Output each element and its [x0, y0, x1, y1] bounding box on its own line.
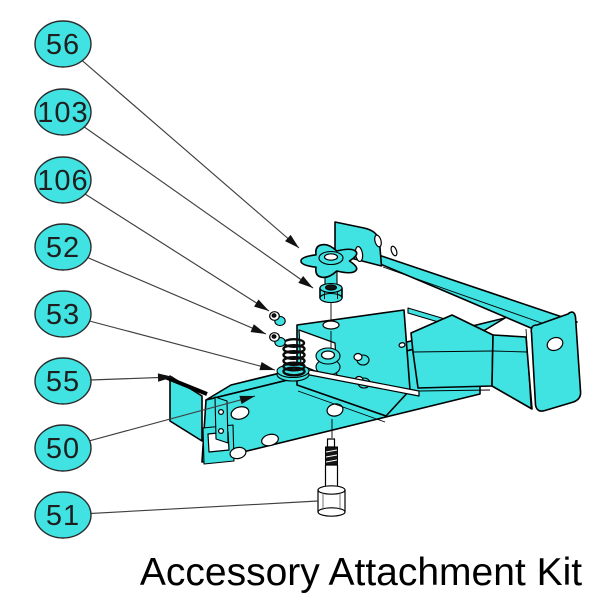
spring-coil — [282, 356, 306, 367]
balloon-label: 53 — [46, 299, 80, 331]
tab-hole — [218, 428, 225, 435]
bolt-head-bottom — [317, 507, 346, 517]
balloon-ellipse — [34, 491, 92, 539]
spring-coil — [282, 350, 306, 361]
leader-56 — [62, 43, 300, 249]
arm-hole — [390, 245, 398, 257]
part-star-knob — [300, 243, 358, 279]
leader-50 — [62, 395, 256, 449]
balloon-56: 56 — [34, 20, 92, 68]
thread-line — [325, 449, 338, 453]
diagram-title: Accessory Attachment Kit — [140, 551, 582, 594]
leader-51 — [62, 500, 319, 516]
part-spring-washer — [276, 338, 310, 382]
balloon-label: 52 — [46, 232, 80, 264]
leader-103 — [62, 111, 314, 289]
assembly-drawing — [164, 221, 582, 517]
beam-hole — [230, 406, 250, 420]
balloon-label: 55 — [46, 366, 80, 398]
housing-bottom-edge — [297, 390, 386, 423]
balloon-ellipse — [34, 424, 92, 472]
angle-plate-edge — [164, 375, 208, 396]
spring-coil — [282, 344, 306, 355]
arrowhead — [259, 362, 275, 371]
balloon-label: 103 — [37, 97, 88, 129]
leader-106 — [62, 179, 270, 312]
receiver-line — [492, 350, 528, 353]
balloon-ellipse — [34, 357, 92, 405]
spring-coil — [282, 361, 306, 372]
balloon-ellipse — [34, 156, 92, 204]
balloon-label: 106 — [37, 165, 88, 197]
balloon-ellipse — [34, 20, 92, 68]
bolt-tip — [326, 438, 336, 448]
spring-coil — [282, 366, 306, 377]
balloon-ellipse — [34, 290, 92, 338]
vane-hole — [374, 234, 382, 248]
leader-53 — [62, 313, 276, 371]
balloon-50: 50 — [34, 424, 92, 472]
end-plate-thickness — [525, 328, 532, 410]
fitting-center — [271, 334, 277, 339]
nut-bottom — [319, 292, 343, 304]
balloon-ellipse — [34, 88, 92, 136]
end-plate — [530, 311, 582, 412]
arrowhead — [254, 299, 269, 311]
part-hex-nut — [319, 282, 343, 304]
thread-line — [325, 459, 338, 463]
bolt-head-top — [317, 485, 346, 495]
balloon-label: 51 — [46, 500, 80, 532]
housing-side-hole — [398, 342, 406, 348]
channel-flange-hole — [229, 446, 247, 460]
nut-thread-hole — [325, 284, 337, 291]
knob-center-hole — [323, 253, 339, 261]
arrowhead — [157, 373, 173, 382]
beam-hole — [261, 433, 279, 447]
balloon-103: 103 — [34, 88, 92, 136]
plunger-cap — [353, 352, 363, 362]
part-knob-and-nut — [300, 243, 358, 321]
part-ball-fitting-lower — [269, 332, 286, 348]
housing-top-hole — [322, 320, 340, 330]
boss-hole — [320, 350, 336, 360]
balloon-52: 52 — [34, 223, 92, 271]
block-edge-line — [412, 350, 493, 353]
fitting-center — [271, 313, 277, 318]
block-bottom-line — [418, 389, 491, 392]
leader-52 — [62, 246, 267, 335]
part-cap-screw — [317, 419, 346, 517]
arrowhead — [250, 324, 266, 334]
tab-hole — [218, 409, 225, 416]
callout-balloons: 56 103 106 52 53 55 50 51 — [34, 20, 92, 539]
balloon-ellipse — [34, 223, 92, 271]
balloon-51: 51 — [34, 491, 92, 539]
part-angle-plate — [164, 375, 208, 442]
balloon-106: 106 — [34, 156, 92, 204]
balloon-55: 55 — [34, 357, 92, 405]
part-clamp-housing — [296, 309, 411, 423]
leader-lines — [62, 43, 319, 516]
end-plate-hole — [546, 336, 564, 352]
part-ball-fitting-upper — [269, 311, 286, 327]
arrowhead — [285, 234, 299, 248]
balloon-label: 56 — [46, 29, 80, 61]
arrowhead — [239, 395, 255, 404]
balloon-label: 50 — [46, 433, 80, 465]
receiver-section — [491, 334, 533, 410]
arrowhead — [298, 275, 313, 288]
arm-bend-line — [382, 266, 554, 328]
thread-line — [325, 454, 338, 458]
balloon-53: 53 — [34, 290, 92, 338]
